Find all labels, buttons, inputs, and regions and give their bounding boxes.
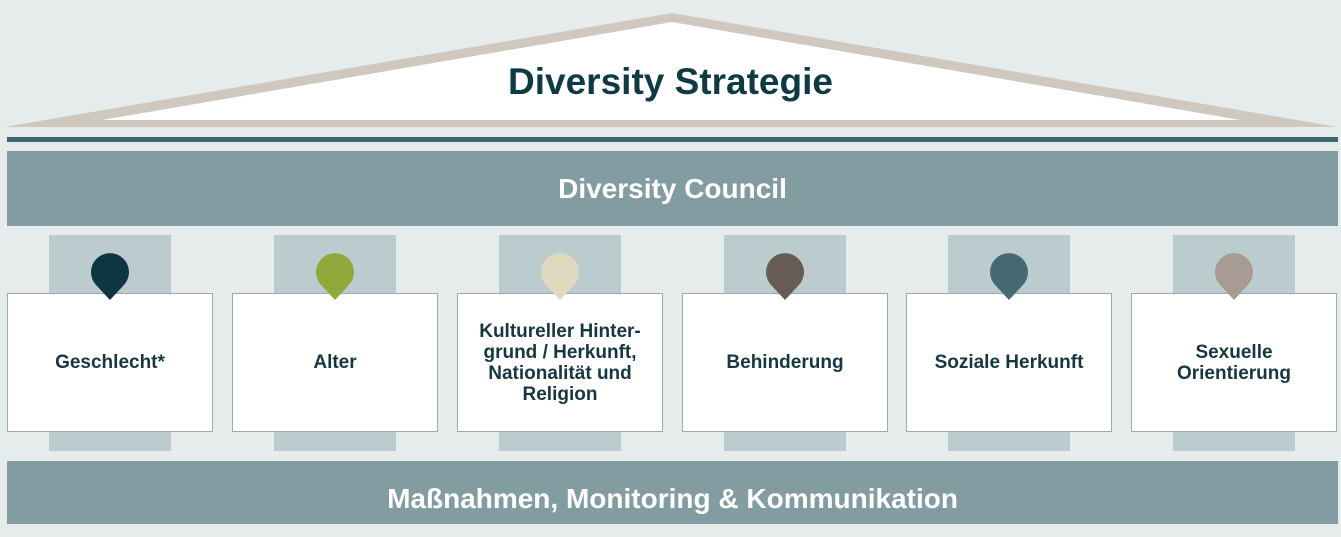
pillar-label: Behinderung [726,352,844,373]
diagram-title: Diversity Strategie [508,61,833,102]
roof-triangle [4,13,1338,127]
council-band: Diversity Council [7,151,1338,226]
pillar-label: Alter [313,352,357,373]
location-pin-icon [91,253,129,300]
pillar-label: Sexuelle Orientierung [1176,341,1291,384]
location-pin-icon [990,253,1028,300]
pillar-label: Kultureller Hinter-grund / Herkunft, Nat… [479,320,641,405]
location-pin-icon [316,253,354,300]
location-pin-icon [541,253,579,300]
pillar-card-behinderung: Behinderung [682,293,888,432]
pillar-label: Soziale Herkunft [934,352,1084,373]
pillar-card-alter: Alter [232,293,438,432]
pillar-card-soziale-herkunft: Soziale Herkunft [906,293,1112,432]
pillar-label: Geschlecht* [55,352,165,373]
location-pin-icon [766,253,804,300]
roof-beam [7,137,1338,142]
pillar-card-sexuelle-orientierung: Sexuelle Orientierung [1131,293,1337,432]
pillar-card-kultur: Kultureller Hinter-grund / Herkunft, Nat… [457,293,663,432]
location-pin-icon [1215,253,1253,300]
foundation-band: Maßnahmen, Monitoring & Kommunikation [7,461,1338,524]
pillar-card-geschlecht: Geschlecht* [7,293,213,432]
